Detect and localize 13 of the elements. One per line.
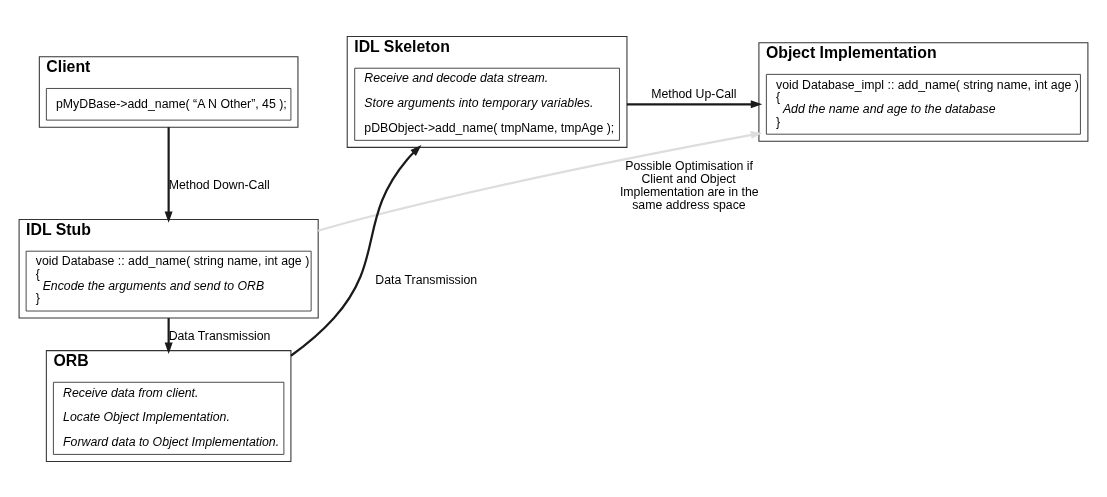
node-box: void Database :: add_name( string name, int age ) { Encode the arguments and send to ORB } (25, 250, 312, 311)
arrow (164, 317, 173, 354)
edge-label: Data Transmission (375, 272, 478, 287)
arrow (164, 126, 173, 223)
node-box: void Database_impl :: add_name( string name, int age ) { Add the name and age to the database } (765, 73, 1081, 135)
arrow (290, 144, 422, 357)
node-box: pMyDBase->add_name( “A N Other”, 45 ); (45, 87, 292, 121)
node-box: Receive and decode data stream. Store arguments into temporary variables. pDBObject->add_name( tmpName, tmpAge ); (354, 67, 620, 141)
edge-label: Possible Optimisation if Client and Object Implementation are in the same address space (619, 158, 759, 212)
node-box: Receive data from client. Locate Object Implementation. Forward data to Object Implementation. (52, 381, 285, 455)
arrow (317, 130, 763, 232)
edge-label: Method Up-Call (651, 86, 737, 101)
arrow (626, 99, 763, 108)
